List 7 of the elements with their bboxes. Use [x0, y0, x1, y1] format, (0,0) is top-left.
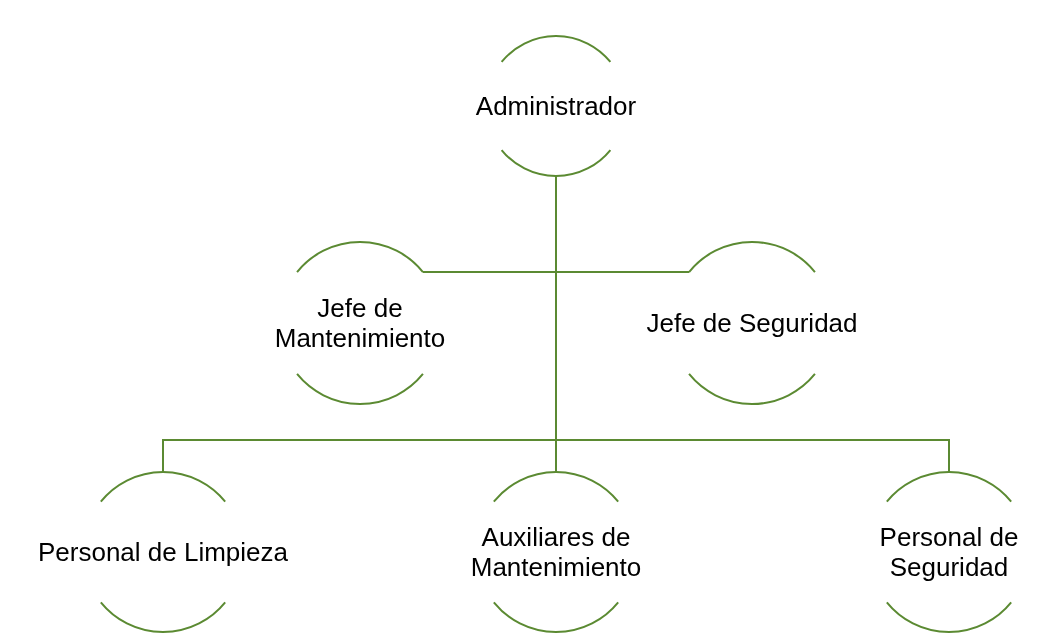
node-label: Administrador	[474, 91, 638, 121]
node-label: Jefe de Seguridad	[645, 308, 859, 338]
connector-line	[555, 175, 950, 473]
node-label: Personal de Seguridad	[878, 522, 1020, 582]
node-label: Personal de Limpieza	[36, 537, 289, 567]
node-label: Auxiliares de Mantenimiento	[469, 522, 643, 582]
node-label: Jefe de Mantenimiento	[273, 293, 447, 353]
